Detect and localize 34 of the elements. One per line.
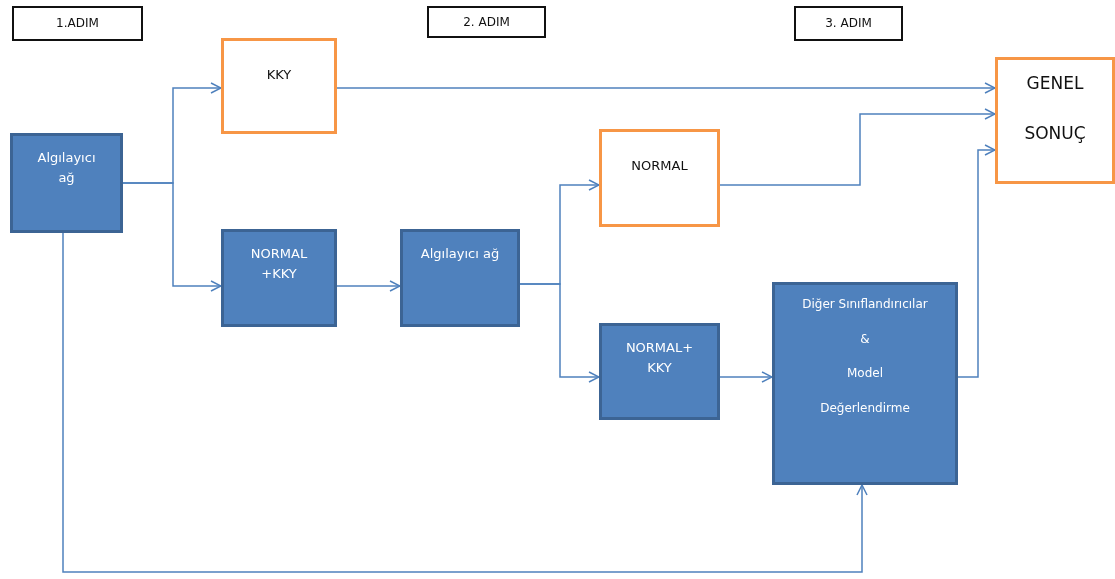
- arrow: [519, 283, 600, 383]
- arrow: [62, 232, 868, 573]
- process-box: [400, 229, 520, 327]
- arrow: [719, 371, 773, 383]
- process-box: [221, 38, 337, 134]
- process-box: [599, 323, 720, 420]
- process-box: [221, 229, 337, 327]
- node-text: NORMAL+ KKY: [624, 339, 695, 378]
- node-text: 1.ADIM: [56, 15, 99, 33]
- node-text: Diğer Sınıflandırıcılar: [802, 296, 928, 313]
- node-text: Model: [847, 365, 883, 383]
- node-text: 3. ADIM: [825, 15, 872, 33]
- arrow: [336, 280, 401, 292]
- node-text: GENEL: [1026, 72, 1084, 95]
- process-box: [995, 57, 1115, 184]
- step-label-box: [427, 6, 546, 38]
- arrow: [336, 82, 996, 94]
- arrow: [719, 108, 996, 186]
- step-label-box: [12, 6, 143, 41]
- arrow: [122, 182, 222, 292]
- node-text: SONUÇ: [1024, 122, 1086, 146]
- node-text: Değerlendirme: [820, 399, 910, 417]
- arrow: [957, 144, 996, 378]
- node-text: NORMAL: [631, 157, 688, 175]
- node-text: Algılayıcı ağ: [420, 245, 500, 263]
- process-box: [599, 129, 720, 227]
- node-text: Algılayıcı ağ: [36, 149, 97, 188]
- node-text: NORMAL +KKY: [249, 245, 309, 284]
- process-box: [772, 282, 958, 485]
- process-box: [10, 133, 123, 233]
- node-text: 2. ADIM: [463, 13, 510, 31]
- node-text: &: [860, 330, 870, 348]
- step-label-box: [794, 6, 903, 41]
- node-text: KKY: [266, 66, 292, 84]
